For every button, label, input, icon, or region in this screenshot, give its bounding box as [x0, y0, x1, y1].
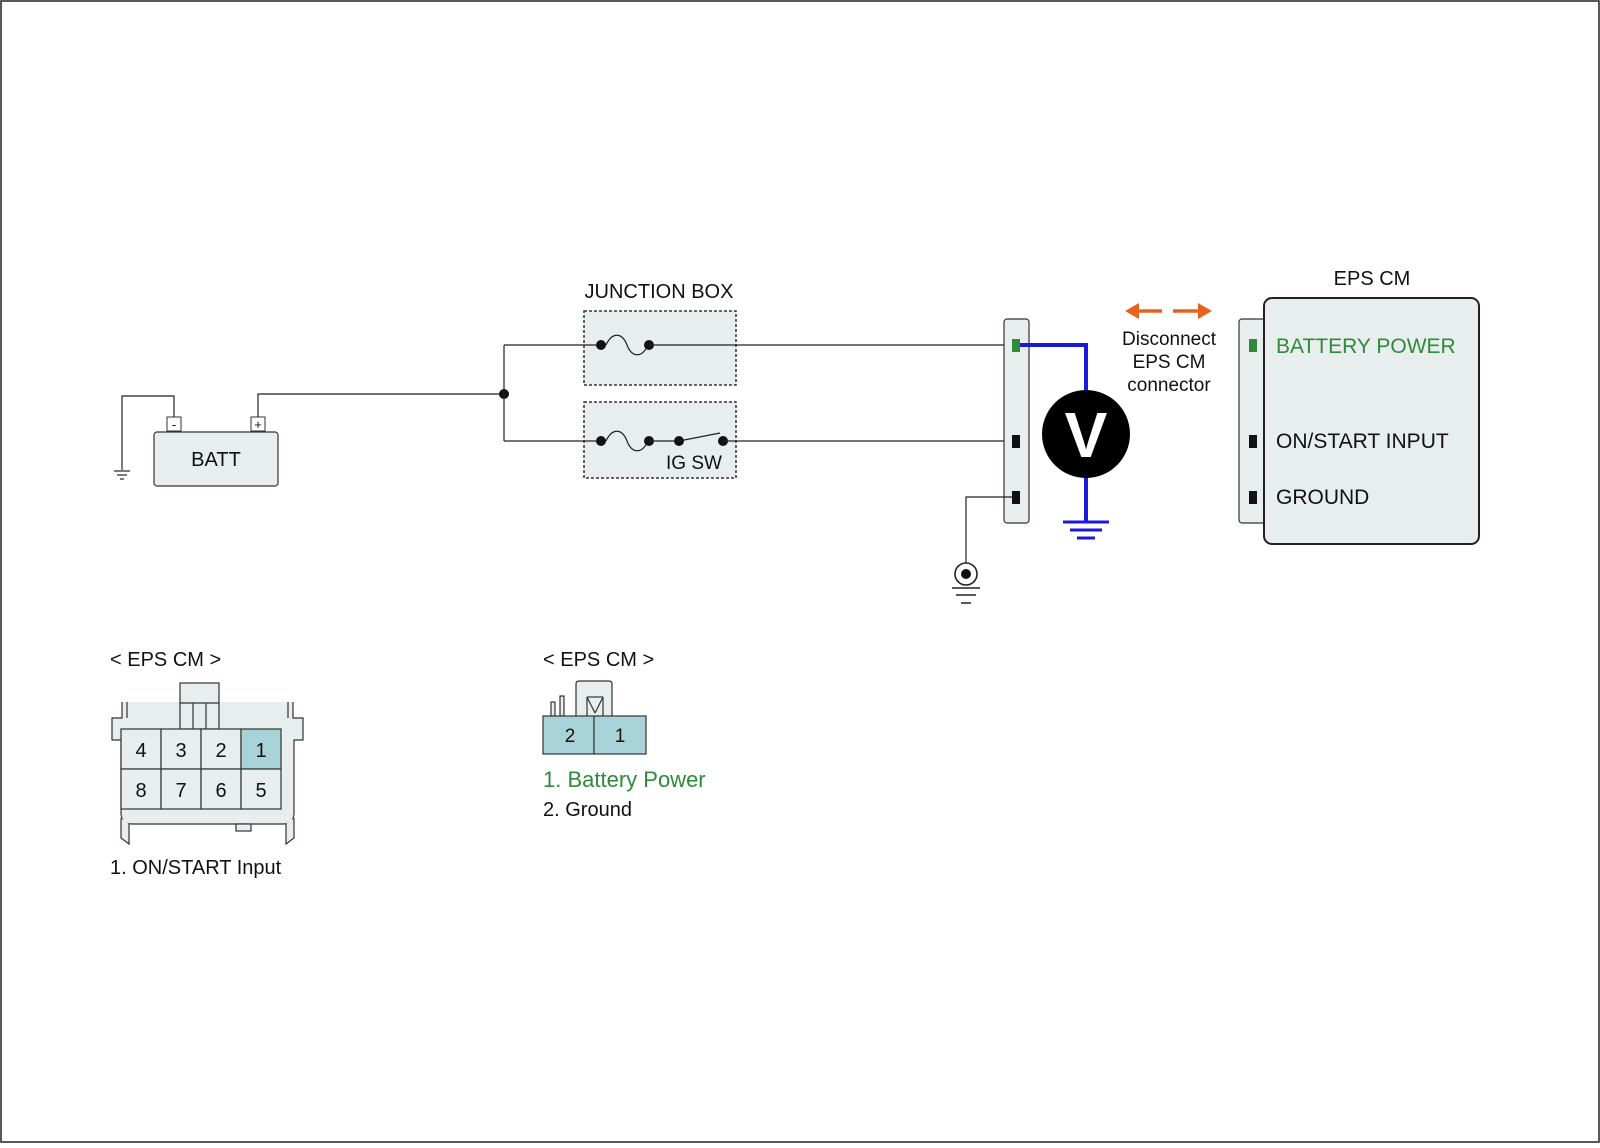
module-pin-on-start [1249, 435, 1257, 448]
ig-switch-icon [678, 432, 721, 442]
probe-ground-icon [1063, 520, 1109, 540]
fuse-enclosure [583, 310, 737, 386]
connector-b-legend-battery-power: 1. Battery Power [543, 767, 706, 792]
module-pin-label-on-start-input: ON/START INPUT [1276, 430, 1449, 453]
battery-body [153, 431, 279, 487]
arrow-right-icon [1198, 303, 1212, 319]
connector-a-face [111, 682, 304, 846]
connector-a-pin-1 [240, 728, 282, 770]
connector-a-pin-label: 3 [175, 740, 186, 762]
battery-neg-sign: - [172, 417, 176, 432]
connector-a-pin-label: 2 [215, 740, 226, 762]
voltmeter-label: V [1065, 399, 1108, 471]
module-pin-battery [1249, 339, 1257, 352]
connector-a-pin-8 [120, 768, 162, 810]
connector-b-pin-label: 2 [565, 726, 576, 747]
disconnect-note-line-2: EPS CM [1133, 352, 1206, 373]
harness-pin-ground [1012, 491, 1020, 504]
connector-b-face [542, 680, 647, 755]
connector-a-pin-5 [240, 768, 282, 810]
ground-wire [965, 496, 1012, 563]
module-title: EPS CM [1334, 268, 1411, 290]
connector-b-pin-2 [542, 715, 595, 755]
disconnect-note-line-1: Disconnect [1122, 329, 1217, 350]
connector-b-legend-ground: 2. Ground [543, 799, 632, 821]
module-pin-label-ground: GROUND [1276, 486, 1369, 509]
ig-sw-enclosure [583, 401, 737, 479]
connector-b-pin-label: 1 [615, 726, 626, 747]
disconnect-arrows [1125, 303, 1212, 319]
fuse-node-left [596, 340, 606, 350]
harness-pin-battery [1012, 339, 1020, 352]
connector-a-pin-label: 5 [255, 780, 266, 802]
module-pin-ground [1249, 491, 1257, 504]
battery-positive-wire [257, 393, 504, 417]
voltmeter-icon [1042, 390, 1130, 478]
connector-b-title: < EPS CM > [543, 649, 654, 671]
battery: - + BATT [153, 416, 279, 487]
harness-connector-body [1003, 318, 1030, 524]
harness-connector [1003, 318, 1030, 524]
ig-fuse-icon [605, 430, 649, 452]
connector-a-pin-label: 6 [215, 780, 226, 802]
connector-a-pin-label: 1 [255, 740, 266, 762]
module-body [1263, 297, 1480, 545]
connector-a-legend: 1. ON/START Input [110, 857, 282, 879]
voltmeter: V [1042, 390, 1130, 478]
battery-pos-sign: + [254, 417, 262, 432]
fuse-box [504, 310, 1012, 386]
ig-sw-label: IG SW [666, 453, 722, 474]
body-ground-icon [952, 562, 980, 604]
connector-a-pin-label: 7 [175, 780, 186, 802]
battery-label: BATT [191, 449, 241, 471]
module-pin-label-battery-power: BATTERY POWER [1276, 335, 1456, 358]
connector-a-latch [179, 682, 220, 730]
harness-pin-on-start [1012, 435, 1020, 448]
battery-ground-wire [121, 395, 175, 470]
connector-a-pin-6 [200, 768, 242, 810]
connector-b-pin-1 [593, 715, 647, 755]
arrow-left-icon [1125, 303, 1139, 319]
ig-switch-box: IG SW [504, 401, 1012, 479]
connector-a-pin-label: 4 [135, 740, 146, 762]
fuse-icon [605, 334, 649, 356]
connector-a-title: < EPS CM > [110, 649, 221, 671]
ig-fuse-node-left [596, 436, 606, 446]
disconnect-note-line-3: connector [1127, 375, 1211, 396]
connector-a-pin-label: 8 [135, 780, 146, 802]
chassis-ground-icon [114, 470, 130, 480]
eps-cm-module: BATTERY POWER ON/START INPUT GROUND [1238, 297, 1480, 545]
junction-box-label: JUNCTION BOX [585, 281, 734, 303]
